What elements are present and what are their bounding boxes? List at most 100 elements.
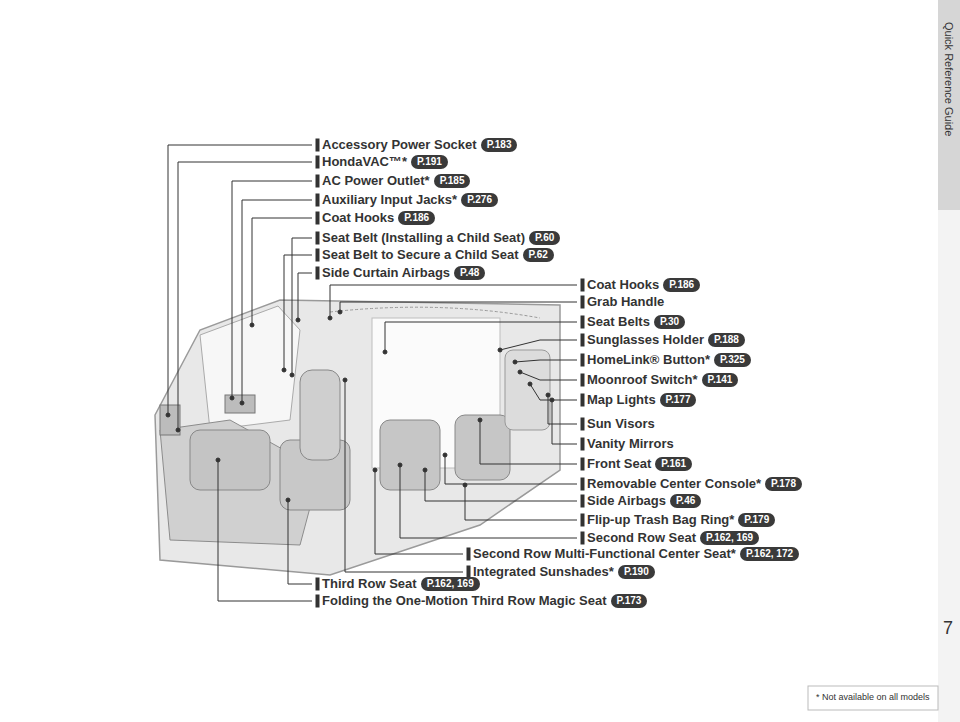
label-bar — [581, 458, 584, 470]
part-name: Grab Handle — [587, 294, 664, 310]
label-bar — [581, 354, 584, 366]
leader-dot — [478, 418, 482, 422]
callout-row: Map LightsP.177 — [587, 392, 696, 408]
callout-row: Removable Center Console*P.178 — [587, 476, 802, 492]
part-name: Sun Visors — [587, 416, 655, 432]
part-name: HomeLink® Button* — [587, 352, 710, 368]
page-number: 7 — [943, 618, 953, 639]
callout-row: Front Seat P.161 — [587, 456, 692, 472]
part-name: AC Power Outlet* — [322, 173, 430, 189]
label-bar — [467, 548, 470, 560]
leader-dot — [443, 453, 447, 457]
callout-row: Side Airbags P.46 — [587, 493, 701, 509]
callout-row: Grab Handle — [587, 294, 664, 310]
leader-dot — [282, 368, 286, 372]
part-name: Front Seat — [587, 456, 651, 472]
page-reference: P.186 — [398, 211, 435, 225]
leader-dot — [328, 316, 332, 320]
page-reference: P.276 — [461, 193, 498, 207]
label-bar — [581, 374, 584, 386]
page-reference: P.173 — [611, 594, 648, 608]
label-bar — [316, 175, 319, 187]
callout-row: Sunglasses Holder P.188 — [587, 332, 745, 348]
part-name: Folding the One-Motion Third Row Magic S… — [322, 593, 607, 609]
leader-dot — [528, 382, 532, 386]
part-name: Accessory Power Socket — [322, 137, 477, 153]
callout-row: Seat Belt to Secure a Child SeatP.62 — [322, 247, 554, 263]
page-reference: P.190 — [618, 565, 655, 579]
part-name: Seat Belt (Installing a Child Seat) — [322, 230, 525, 246]
label-bar — [581, 334, 584, 346]
page-reference: P.188 — [708, 333, 745, 347]
leader-line — [400, 465, 577, 538]
leader-line — [530, 384, 577, 400]
leader-dot — [546, 393, 550, 397]
part-name: Sunglasses Holder — [587, 332, 704, 348]
part-name: Coat Hooks — [587, 277, 659, 293]
part-name: Flip-up Trash Bag Ring* — [587, 512, 734, 528]
page-reference: P.162, 169 — [421, 577, 480, 591]
leader-line — [500, 340, 577, 350]
vehicle-interior — [155, 300, 560, 575]
leader-dot — [398, 463, 402, 467]
callout-row: Seat Belt (Installing a Child Seat)P.60 — [322, 230, 560, 246]
callout-row: HomeLink® Button*P.325 — [587, 352, 751, 368]
callout-row: Coat Hooks P.186 — [322, 210, 435, 226]
page-reference: P.46 — [670, 494, 701, 508]
leader-dot — [373, 468, 377, 472]
leader-line — [465, 485, 577, 520]
leader-line — [284, 255, 312, 370]
leader-dot — [290, 373, 294, 377]
leader-line — [345, 380, 463, 572]
leader-dot — [383, 350, 387, 354]
label-bar — [581, 394, 584, 406]
page-reference: P.191 — [411, 155, 448, 169]
label-bar — [581, 316, 584, 328]
part-name: Side Curtain Airbags — [322, 265, 450, 281]
leader-line — [340, 302, 577, 312]
leader-line — [168, 145, 312, 415]
part-name: Vanity Mirrors — [587, 436, 674, 452]
leader-line — [178, 162, 312, 430]
leader-line — [520, 372, 577, 380]
leader-line — [298, 273, 312, 320]
footnote: * Not available on all models — [816, 692, 930, 702]
part-name: Seat Belts — [587, 314, 650, 330]
part-name: Integrated Sunshades* — [473, 564, 614, 580]
label-bar — [316, 139, 319, 151]
callout-row: Seat BeltsP.30 — [587, 314, 685, 330]
part-name: Third Row Seat — [322, 576, 417, 592]
label-bar — [316, 194, 319, 206]
label-bar — [581, 418, 584, 430]
leader-dot — [513, 360, 517, 364]
leader-dot — [166, 413, 170, 417]
label-bar — [581, 296, 584, 308]
footnote-box — [808, 686, 938, 710]
leader-dot — [518, 370, 522, 374]
leader-dot — [498, 348, 502, 352]
label-bar — [316, 232, 319, 244]
callout-row: Side Curtain AirbagsP.48 — [322, 265, 485, 281]
part-name: Coat Hooks — [322, 210, 394, 226]
page-reference: P.161 — [655, 457, 692, 471]
leader-dot — [216, 458, 220, 462]
leader-dot — [176, 428, 180, 432]
part-name: Removable Center Console* — [587, 476, 761, 492]
page-reference: P.62 — [523, 248, 554, 262]
part-name: Side Airbags — [587, 493, 666, 509]
callout-row: Third Row Seat P.162, 169 — [322, 576, 480, 592]
leader-line — [292, 238, 312, 375]
callout-row: Integrated Sunshades* P.190 — [473, 564, 655, 580]
label-bar — [316, 156, 319, 168]
label-bar — [581, 532, 584, 544]
label-bar — [316, 578, 319, 590]
leader-line — [445, 455, 577, 484]
leader-line — [425, 470, 577, 501]
page-reference: P.183 — [481, 138, 518, 152]
callout-row: AC Power Outlet*P.185 — [322, 173, 470, 189]
leader-line — [330, 285, 577, 318]
callout-row: Vanity Mirrors — [587, 436, 674, 452]
leader-line — [375, 470, 463, 554]
leader-dot — [343, 378, 347, 382]
